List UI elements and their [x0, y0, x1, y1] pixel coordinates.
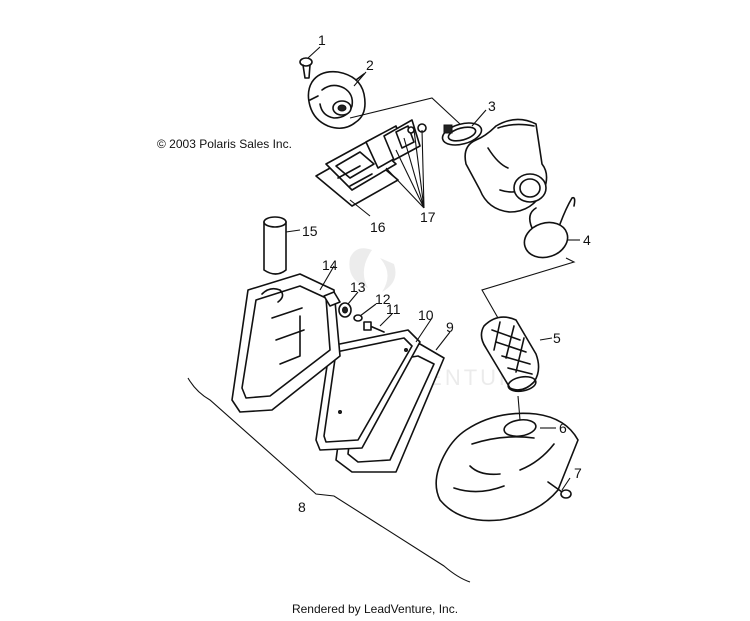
callout-10: 10 [418, 307, 434, 323]
part-15-tube[interactable] [263, 216, 287, 275]
callout-4: 4 [583, 232, 591, 248]
part-5-intake-boot[interactable] [480, 316, 540, 393]
part-2-housing[interactable] [307, 70, 366, 130]
part-3-clamp-boot[interactable] [440, 118, 548, 213]
callout-14: 14 [322, 257, 338, 273]
callout-9: 9 [446, 319, 454, 335]
callout-16: 16 [370, 219, 386, 235]
callout-11: 11 [386, 301, 401, 317]
footer-text: Rendered by LeadVenture, Inc. [291, 602, 459, 616]
part-16-reed-block[interactable] [315, 119, 427, 207]
callout-17: 17 [420, 209, 436, 225]
callout-5: 5 [553, 330, 561, 346]
copyright-text: © 2003 Polaris Sales Inc. [157, 137, 292, 151]
leader-lines [187, 46, 580, 583]
part-6-airbox-lower[interactable] [435, 412, 579, 522]
callout-13: 13 [350, 279, 366, 295]
part-7-screw[interactable] [547, 481, 572, 499]
callout-1: 1 [318, 32, 326, 48]
callout-15: 15 [302, 223, 318, 239]
part-10-filter-element[interactable] [315, 329, 421, 451]
part-12-washer[interactable] [353, 314, 363, 322]
callout-6: 6 [559, 420, 567, 436]
part-4-seal[interactable] [520, 196, 576, 263]
callout-7: 7 [574, 465, 582, 481]
callout-3: 3 [488, 98, 496, 114]
part-1-screw[interactable] [299, 57, 313, 79]
callout-12: 12 [375, 291, 391, 307]
part-13-nut[interactable] [338, 302, 352, 318]
callout-2: 2 [366, 57, 374, 73]
part-14-airbox-cover[interactable] [231, 273, 341, 413]
part-11-bolt[interactable] [363, 321, 385, 333]
callout-8: 8 [298, 499, 306, 515]
callout-labels: 1 2 3 4 5 6 7 8 9 10 11 12 13 14 15 16 1… [298, 32, 591, 515]
